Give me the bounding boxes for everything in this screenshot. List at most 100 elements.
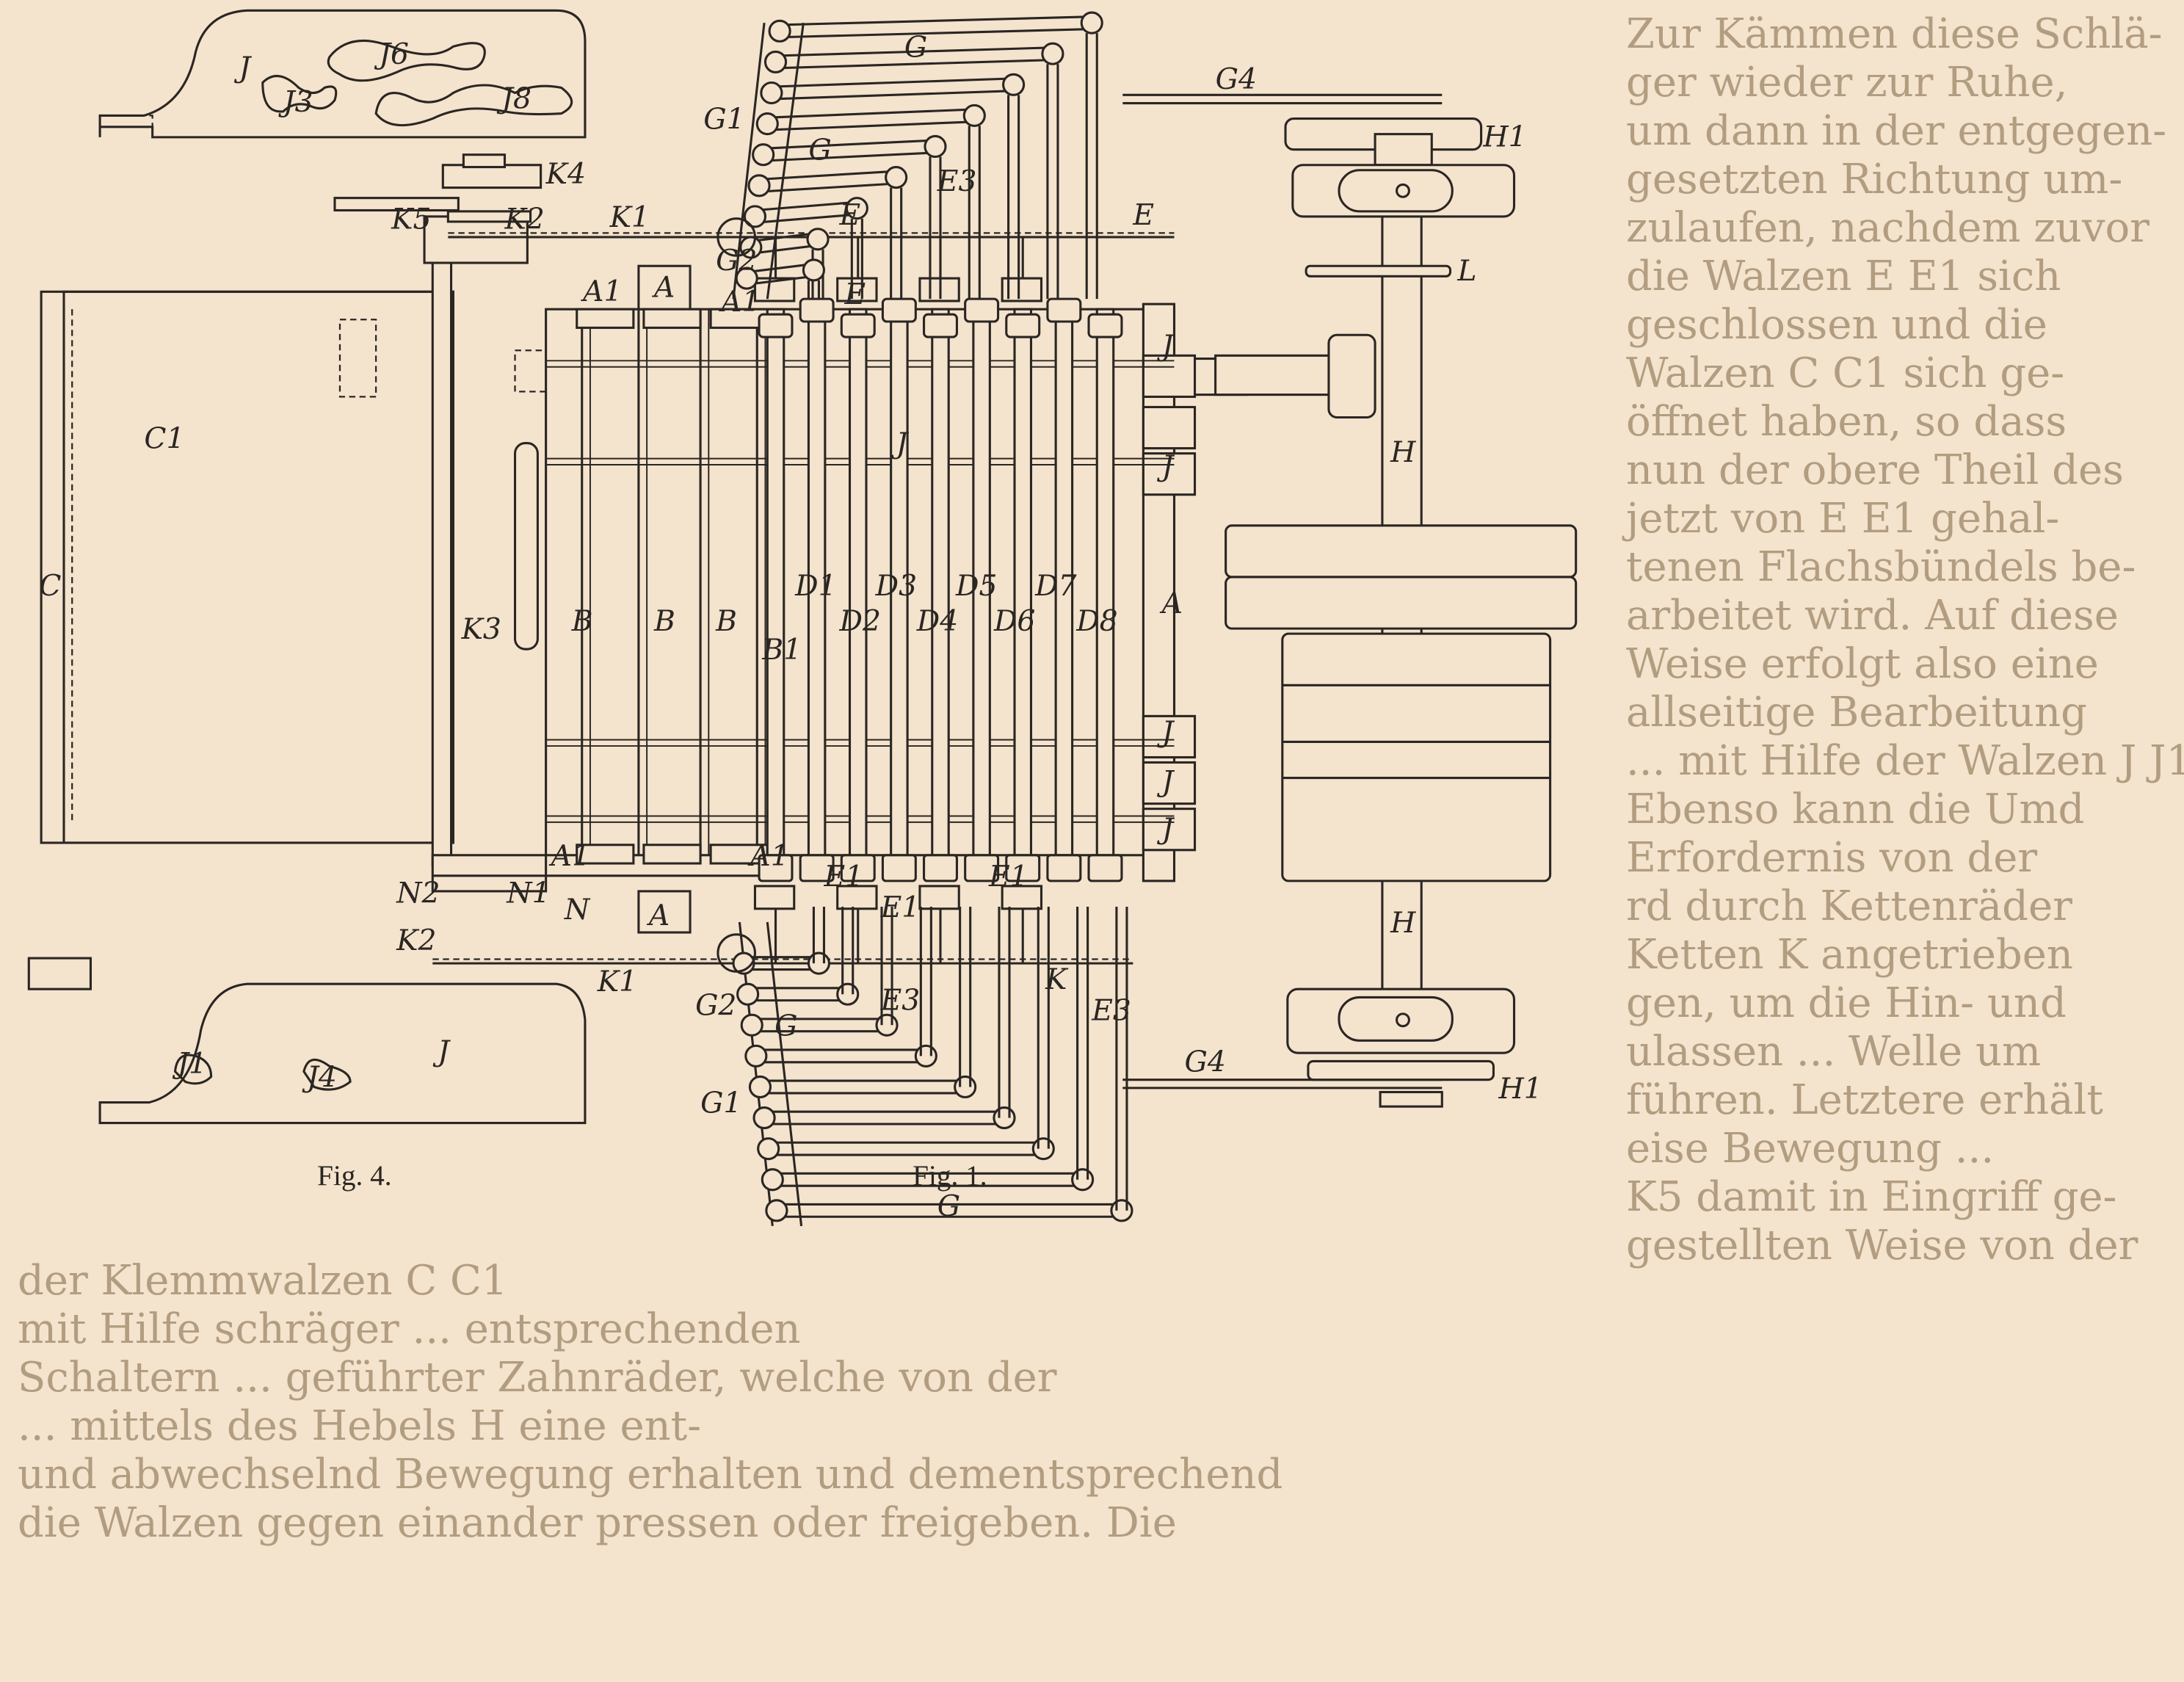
label-D5: D5 <box>955 570 997 603</box>
lever-end <box>806 228 830 251</box>
bleed-text-line: gen, um die Hin- und <box>1626 979 2067 1027</box>
roll-d <box>766 308 786 857</box>
label-J6: J6 <box>374 38 409 71</box>
lever-end <box>924 134 947 159</box>
bleed-text-line: Erfordernis von der <box>1626 834 2038 882</box>
bleed-text-line: ulassen ... Welle um <box>1626 1028 2042 1076</box>
roll-d <box>848 308 868 857</box>
label-A1-lower-2: A1 <box>747 840 788 873</box>
lever-pivot <box>761 1168 784 1192</box>
bleed-text-line: Ketten K angetrieben <box>1626 931 2073 979</box>
caption-fig1: Fig. 1. <box>913 1160 987 1192</box>
lever-end <box>1031 1137 1055 1161</box>
label-H1: H1 <box>1482 120 1526 153</box>
label-A-right: A <box>1160 587 1183 620</box>
label-L: L <box>1456 255 1476 288</box>
lever-end <box>836 982 860 1006</box>
label-K3: K3 <box>461 613 501 646</box>
bleed-text-line: die Walzen E E1 sich <box>1626 253 2061 300</box>
label-G2-lower: G2 <box>695 989 736 1022</box>
lever-pivot <box>748 1075 772 1099</box>
label-G4: G4 <box>1216 63 1257 96</box>
label-G: G <box>904 31 927 64</box>
label-J-fig4-lower: J <box>432 1035 451 1068</box>
drive-column-k3 <box>333 153 548 893</box>
label-N2: N2 <box>396 877 440 910</box>
lever-pivot <box>752 143 775 167</box>
show-through-text-right-column: Zur Kämmen diese Schlä-ger wieder zur Ru… <box>1626 10 2184 1270</box>
sprocket-g2 <box>716 217 756 257</box>
lever-pivot <box>765 1199 788 1222</box>
lever-pivot <box>763 50 788 74</box>
clamp-frame-c <box>27 290 547 990</box>
lever-pivot <box>736 982 760 1006</box>
bleed-text-line: zulaufen, nachdem zuvor <box>1626 204 2149 252</box>
lever-pivot <box>740 1013 763 1037</box>
lever-end <box>1110 1199 1133 1222</box>
lever-end <box>1041 42 1064 65</box>
label-D7: D7 <box>1034 570 1076 603</box>
lever-pivot <box>757 1137 780 1161</box>
bleed-text-line: Schaltern ... geführter Zahnräder, welch… <box>18 1354 1057 1402</box>
label-B: B <box>571 605 593 638</box>
lever-end <box>1080 11 1103 35</box>
label-K2: K2 <box>504 203 545 236</box>
bleed-text-line: Ebenso kann die Umd <box>1626 786 2085 833</box>
label-J1: J1 <box>172 1048 207 1081</box>
label-K1-lower: K1 <box>597 965 637 998</box>
label-J: J <box>234 51 253 84</box>
label-K4: K4 <box>545 158 586 191</box>
bleed-text-line: ger wieder zur Ruhe, <box>1626 59 2068 106</box>
bleed-text-line: mit Hilfe schräger ... entsprechenden <box>18 1305 801 1353</box>
sprocket-g2-lower <box>716 933 756 973</box>
label-N: N <box>564 893 591 927</box>
label-D2: D2 <box>838 605 880 638</box>
bleed-text-line: allseitige Bearbeitung <box>1626 689 2088 736</box>
label-K-lower: K <box>1045 963 1069 996</box>
lever-end <box>875 1013 899 1037</box>
lever-pivot <box>768 19 791 43</box>
lever-end <box>845 197 868 220</box>
label-N1: N1 <box>506 877 550 910</box>
bleed-text-line: ... mittels des Hebels H eine ent- <box>18 1402 702 1450</box>
label-G2: G2 <box>716 244 757 278</box>
label-J4: J4 <box>302 1061 337 1094</box>
bleed-text-line: gestellten Weise von der <box>1626 1222 2138 1269</box>
label-E: E <box>844 278 866 311</box>
roll-d <box>931 308 950 857</box>
bleed-text-line: ... mit Hilfe der Walzen J J1 auf ein un… <box>1626 737 2184 785</box>
label-C: C <box>39 570 61 603</box>
caption-fig4: Fig. 4. <box>317 1160 391 1192</box>
lever-end <box>962 104 986 127</box>
label-K-upper-2: E <box>1132 199 1154 232</box>
lever-linkage-g <box>716 11 1133 1227</box>
lever-pivot <box>747 174 771 197</box>
label-C1: C1 <box>144 423 184 456</box>
lever-pivot <box>760 81 783 105</box>
label-A1: A1 <box>581 275 622 308</box>
bleed-text-line: der Klemmwalzen C C1 <box>18 1257 508 1305</box>
label-A: A <box>652 271 675 304</box>
bleed-text-line: Zur Kämmen diese Schlä- <box>1626 10 2163 58</box>
label-D6: D6 <box>993 605 1035 638</box>
label-E3: E3 <box>937 165 977 198</box>
bleed-text-line: Weise erfolgt also eine <box>1626 640 2099 688</box>
label-A1-lower: A1 <box>549 840 590 873</box>
bleed-text-line: die Walzen gegen einander pressen oder f… <box>18 1499 1177 1547</box>
label-G4-lower: G4 <box>1185 1045 1226 1079</box>
bleed-text-line: gesetzten Richtung um- <box>1626 156 2123 203</box>
label-D1: D1 <box>794 570 836 603</box>
bleed-text-line: eise Bewegung ... <box>1626 1125 1995 1172</box>
lever-end <box>1002 73 1026 96</box>
lever-pivot <box>732 951 755 975</box>
label-K2-lower: K2 <box>396 924 436 957</box>
label-E3-lower: E3 <box>880 984 921 1017</box>
bleed-text-line: rd durch Kettenräder <box>1626 882 2072 930</box>
roll-frame <box>545 236 1248 964</box>
lever-end <box>885 166 908 189</box>
bleed-text-line: Walzen C C1 sich ge- <box>1626 349 2065 397</box>
label-E3-lower-2: E3 <box>1091 994 1131 1027</box>
bleed-text-line: arbeitet wird. Auf diese <box>1626 592 2119 639</box>
